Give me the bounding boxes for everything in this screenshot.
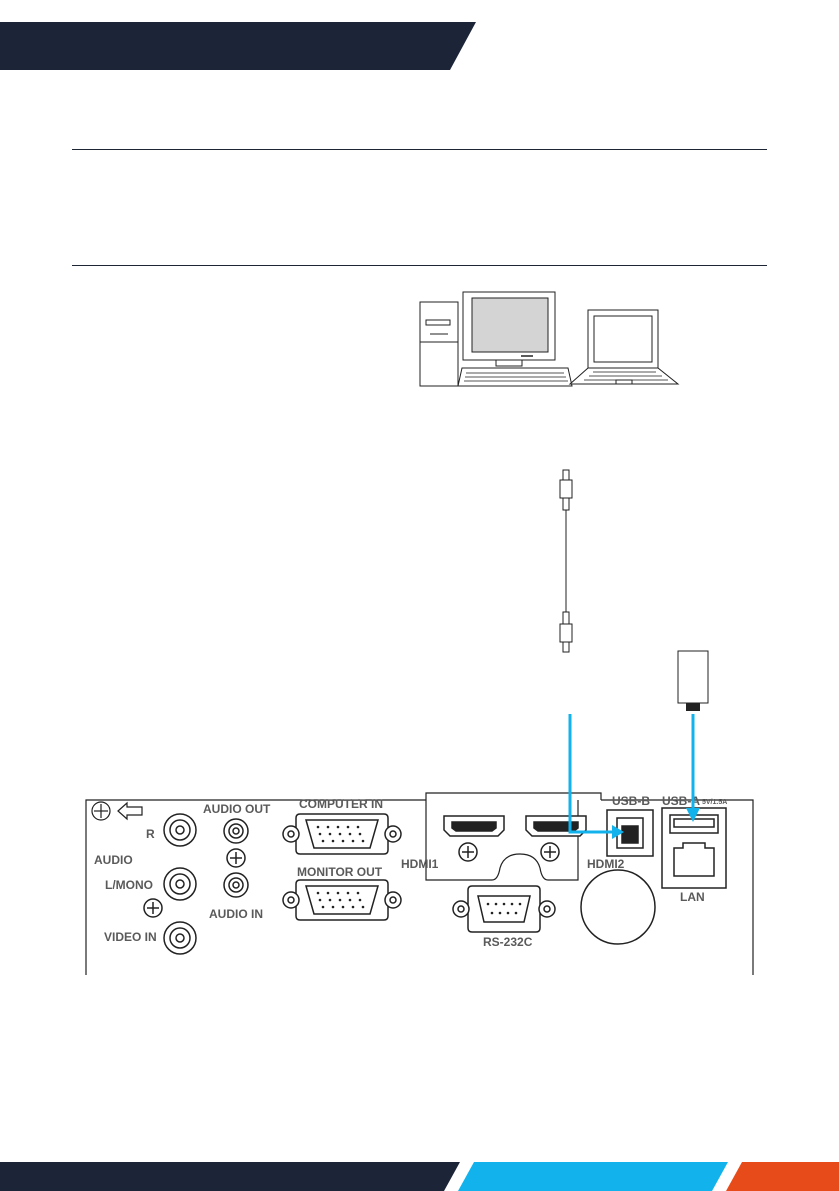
- left-arrow-icon: [117, 801, 143, 821]
- lan-label: LAN: [680, 890, 705, 904]
- video-in-label: VIDEO IN: [104, 930, 157, 944]
- usb-a-rating-label: 5V/1.5A: [702, 799, 727, 806]
- laptop-computer-icon: [568, 309, 680, 385]
- monitor-out-label: MONITOR OUT: [297, 865, 383, 879]
- footer-navy-shape: [0, 1162, 460, 1191]
- desktop-computer-icon: [419, 291, 573, 387]
- panel-screw-icon: [143, 842, 560, 918]
- computer-in-port: [282, 813, 402, 855]
- footer-band: [0, 1162, 839, 1191]
- bottom-rule: [72, 265, 767, 266]
- computer-in-label: COMPUTER IN: [299, 797, 383, 811]
- hdmi2-label: HDMI2: [587, 857, 625, 871]
- hdmi1-label: HDMI1: [401, 857, 439, 871]
- r-label: R: [146, 827, 155, 841]
- computers-illustration: [419, 291, 680, 387]
- panel-screw-icon: [91, 801, 111, 821]
- top-rule: [72, 149, 767, 150]
- rca-jacks: [163, 813, 249, 955]
- audio-out-label: AUDIO OUT: [203, 802, 271, 816]
- monitor-out-port: [282, 879, 402, 921]
- round-knockout: [580, 869, 656, 945]
- usb-flash-drive-icon: [677, 650, 709, 711]
- connection-arrows: [568, 714, 700, 839]
- usb-cable: [559, 469, 573, 653]
- l-mono-label: L/MONO: [105, 878, 153, 892]
- audio-label: AUDIO: [94, 853, 133, 867]
- footer-blue-shape: [458, 1162, 728, 1191]
- rs232c-port: [452, 885, 556, 933]
- audio-in-label: AUDIO IN: [209, 907, 263, 921]
- usb-a-label: USB-A: [662, 794, 700, 808]
- usb-b-label: USB-B: [612, 794, 650, 808]
- footer-orange-shape: [726, 1162, 839, 1191]
- header-band: [0, 22, 476, 70]
- hdmi-ports: [443, 815, 587, 837]
- rear-panel-diagram: AUDIO OUT COMPUTER IN R AUDIO L/MONO VID…: [85, 714, 754, 975]
- usb-a-lan-block: [661, 807, 727, 889]
- rs232c-label: RS-232C: [483, 935, 533, 949]
- header-navy-shape: [0, 22, 476, 70]
